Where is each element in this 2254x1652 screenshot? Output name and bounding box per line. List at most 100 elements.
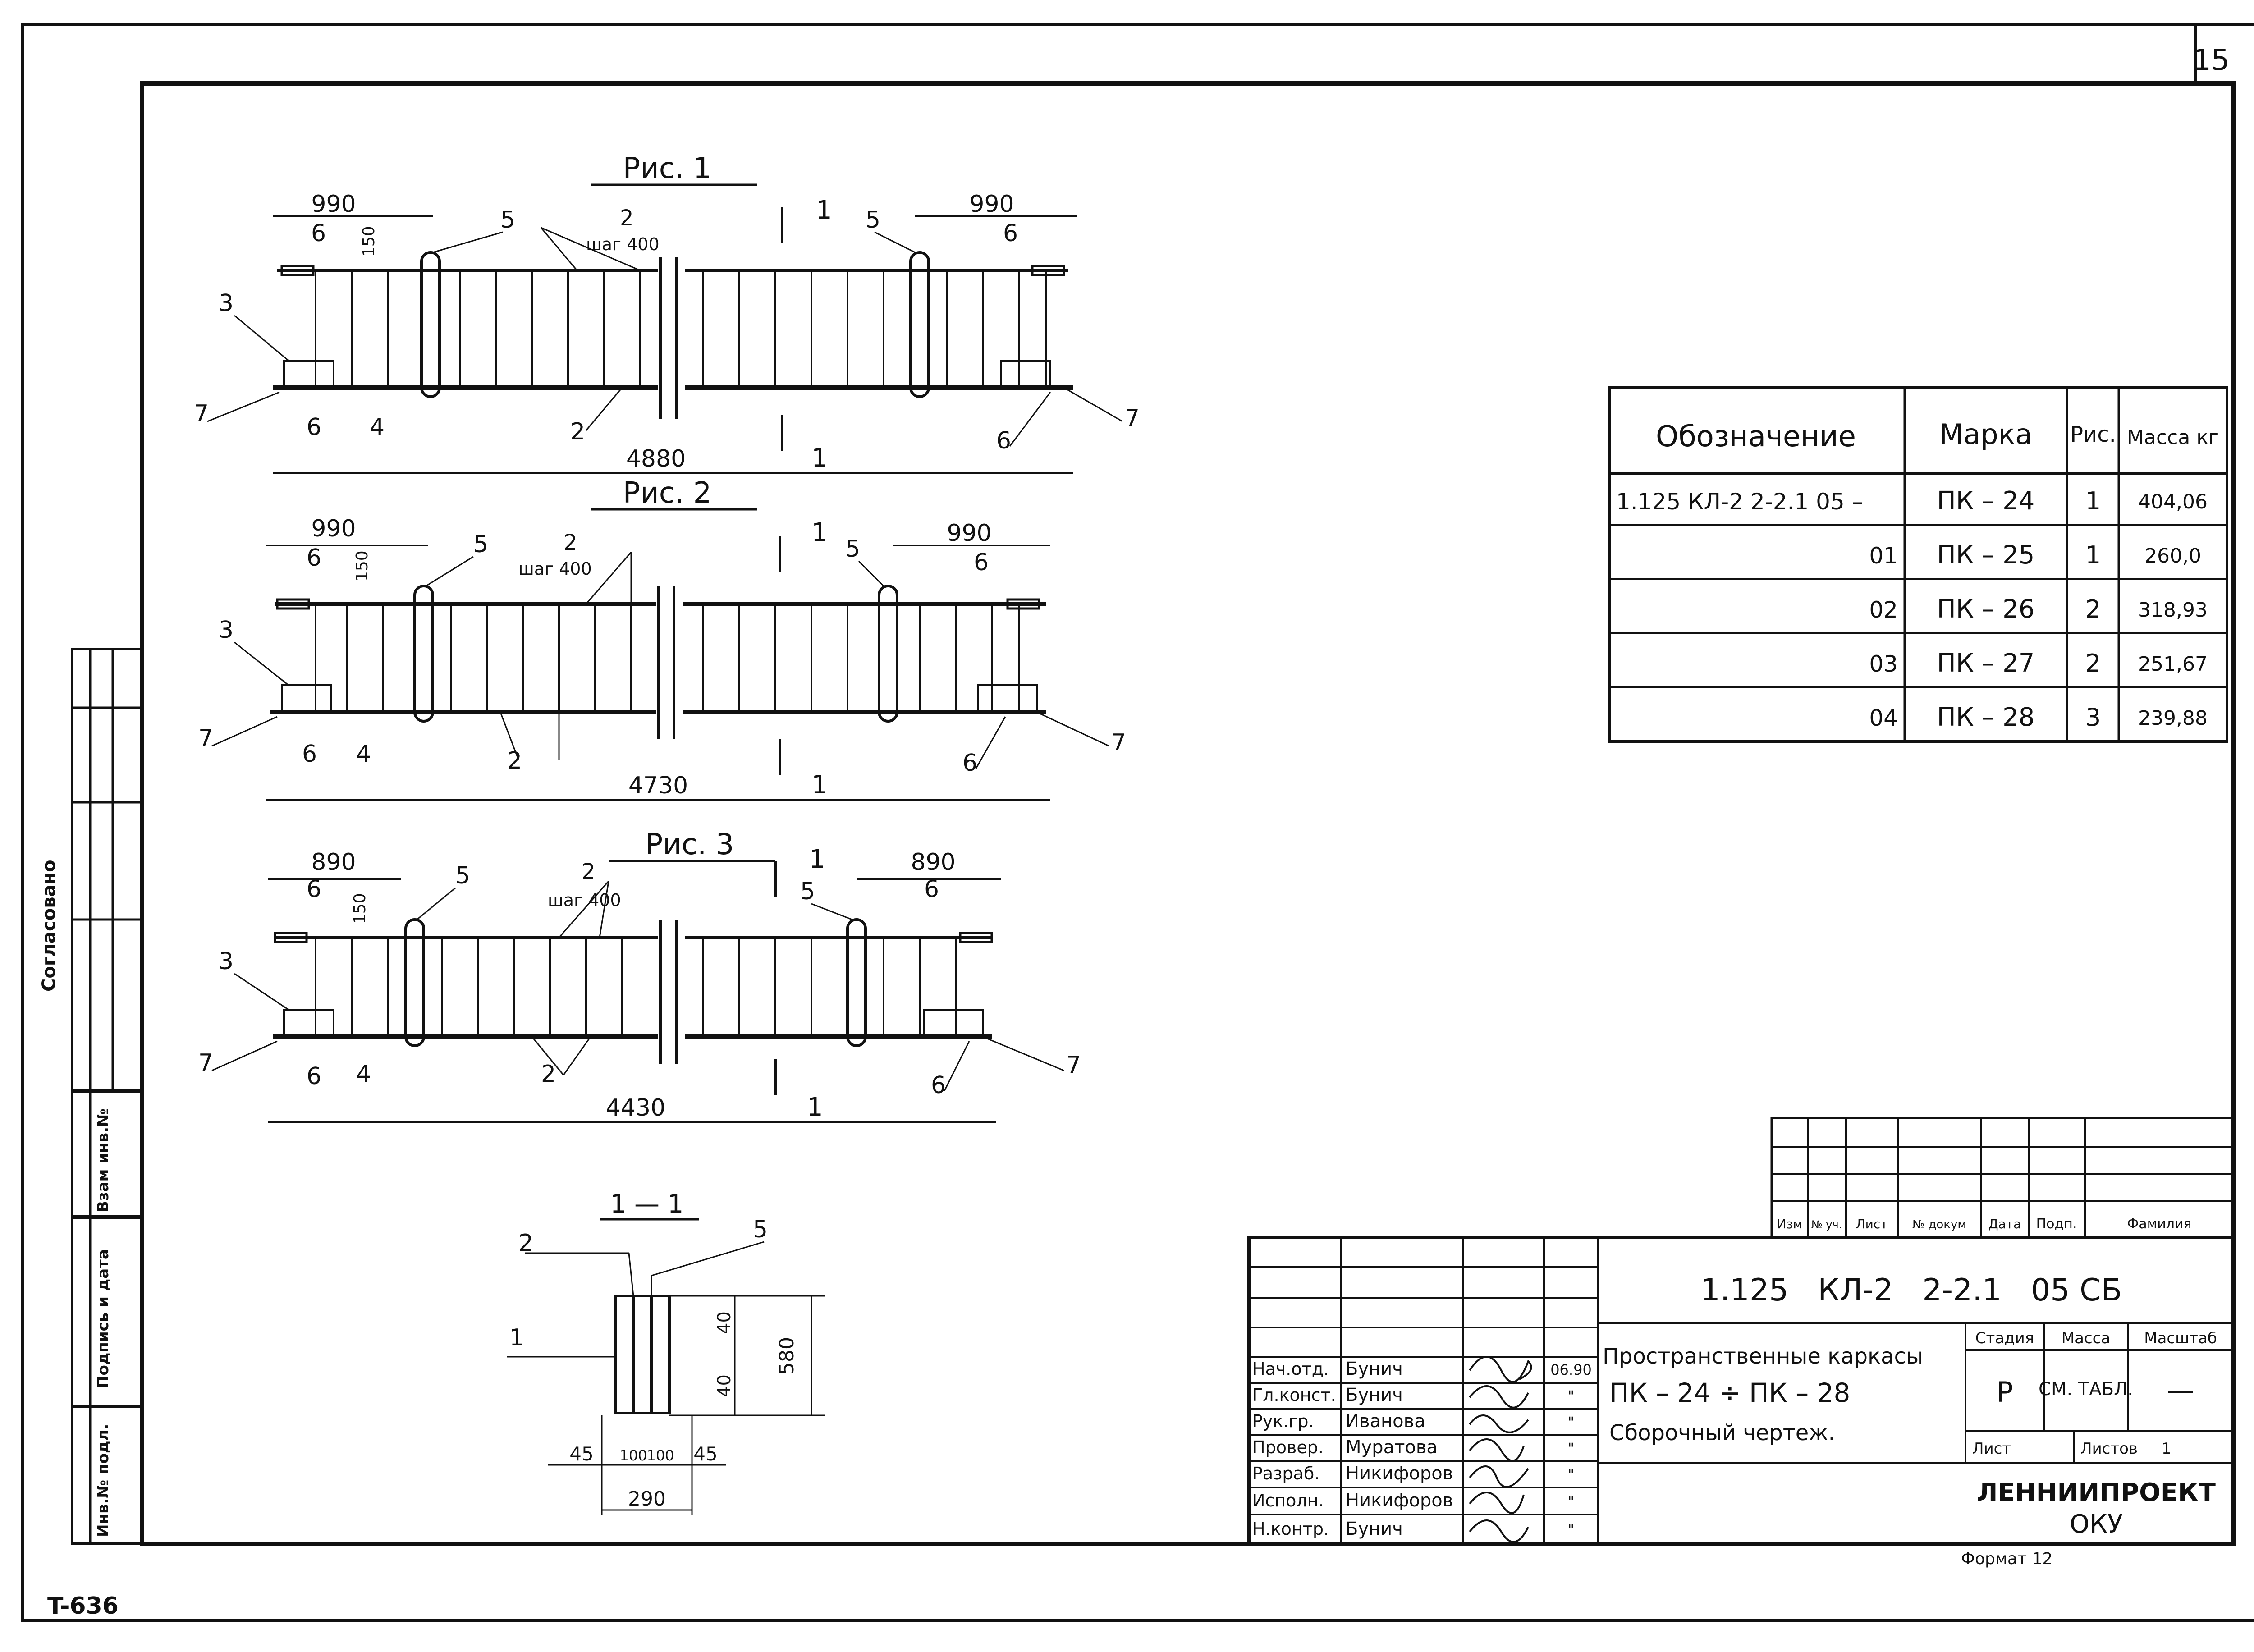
figure-3-label-4: 4 xyxy=(356,1061,371,1088)
figure-3-dim-right: 890 xyxy=(911,849,955,876)
stage-value: Р xyxy=(1996,1376,2013,1409)
staff-name-6: Никифоров xyxy=(1346,1490,1453,1511)
figure-3-label-3: 3 xyxy=(219,948,234,975)
figure-2-label-7a: 7 xyxy=(198,725,213,752)
figure-1-label-5a: 5 xyxy=(500,206,515,233)
figure-3: Рис. 3 890 890 150 шаг 400 4430 xyxy=(198,828,1081,1123)
figure-2-dim-right: 990 xyxy=(947,520,991,547)
figure-1-label-6c: 6 xyxy=(307,414,321,441)
spec-row-1-fig: 1 xyxy=(2085,487,2101,515)
section-height: 580 xyxy=(775,1337,798,1375)
spec-row-5-mark: ПК – 28 xyxy=(1937,703,2035,732)
scale-header: Масштаб xyxy=(2144,1329,2217,1347)
rev-header-uch: № уч. xyxy=(1811,1218,1842,1231)
signatures xyxy=(1469,1356,1532,1543)
figure-1: Рис. 1 990 990 150 шаг 400 xyxy=(194,152,1140,474)
bottom-code: T-636 xyxy=(47,1593,119,1620)
spec-header-designation: Обозначение xyxy=(1656,420,1856,453)
sheet-number: 15 xyxy=(2193,44,2229,77)
figure-2-cut-top: 1 xyxy=(811,518,828,547)
figure-1-label-6d: 6 xyxy=(996,427,1011,454)
staff-name-4: Муратова xyxy=(1346,1437,1438,1458)
spec-row-4-mass: 251,67 xyxy=(2138,653,2208,676)
figure-2-offset: 150 xyxy=(353,550,371,581)
figure-3-label-6b: 6 xyxy=(924,876,939,903)
figure-3-label-2a: 2 xyxy=(582,859,596,884)
figure-3-label-5a: 5 xyxy=(455,862,470,889)
figure-2-label-7b: 7 xyxy=(1111,729,1126,756)
title-line-1: Пространственные каркасы xyxy=(1603,1344,1923,1369)
org-name: ЛЕННИИПРОЕКТ xyxy=(1977,1478,2216,1507)
section-width: 290 xyxy=(628,1487,666,1510)
figure-1-title: Рис. 1 xyxy=(623,152,712,185)
figure-3-label-5b: 5 xyxy=(800,878,815,905)
section-label-5: 5 xyxy=(753,1216,768,1243)
spec-row-3-designation: 02 xyxy=(1869,597,1898,623)
staff-name-5: Никифоров xyxy=(1346,1463,1453,1484)
spec-header-mark: Марка xyxy=(1939,418,2032,451)
side-label-sign: Подпись и дата xyxy=(94,1249,112,1388)
section-label-2: 2 xyxy=(518,1230,533,1257)
figure-2-label-2b: 2 xyxy=(507,747,522,774)
figure-3-cut-bottom: 1 xyxy=(807,1093,823,1122)
figure-1-label-7b: 7 xyxy=(1125,405,1140,432)
section-dim-right: 45 xyxy=(693,1443,717,1465)
figure-1-cut-top: 1 xyxy=(816,196,832,225)
staff-role-4: Провер. xyxy=(1252,1437,1324,1457)
figure-1-label-2a: 2 xyxy=(620,206,634,231)
figure-1-label-2b: 2 xyxy=(570,418,585,445)
figure-2-label-6d: 6 xyxy=(962,750,977,777)
section-dim-mid-1: 100 xyxy=(619,1447,647,1464)
figure-2-label-6c: 6 xyxy=(302,741,317,768)
figure-2-label-2a: 2 xyxy=(564,530,577,555)
figure-2-cut-bottom: 1 xyxy=(811,770,828,800)
org-dept: ОКУ xyxy=(2070,1510,2123,1539)
spec-table: Обозначение Марка Рис. Масса кг 1.125 КЛ… xyxy=(1608,386,2228,743)
figure-1-cut-bottom: 1 xyxy=(811,444,828,473)
figure-3-step: шаг 400 xyxy=(548,890,621,910)
stage-header: Стадия xyxy=(1975,1329,2034,1347)
outer-border xyxy=(21,23,2254,1622)
staff-name-7: Бунич xyxy=(1346,1519,1403,1539)
spec-row-1-mark: ПК – 24 xyxy=(1937,486,2035,516)
figure-3-label-7b: 7 xyxy=(1066,1052,1081,1079)
rev-header-date: Дата xyxy=(1988,1217,2021,1231)
figure-2-label-4: 4 xyxy=(356,741,371,768)
section-1-1: 1 — 1 2 5 1 580 40 40 45 100 100 45 290 xyxy=(507,1190,825,1515)
side-label-approved: Согласовано xyxy=(39,860,60,992)
figure-2-label-6a: 6 xyxy=(307,545,321,572)
scale-value: — xyxy=(2167,1373,2194,1406)
figure-2-label-5b: 5 xyxy=(845,535,860,563)
rev-header-doc: № докум xyxy=(1912,1218,1966,1231)
spec-row-2-mark: ПК – 25 xyxy=(1937,540,2035,570)
side-label-inv: Инв.№ подл. xyxy=(94,1424,112,1537)
rev-header-list: Лист xyxy=(1856,1217,1888,1231)
figure-2-step: шаг 400 xyxy=(518,559,592,579)
staff-name-2: Бунич xyxy=(1346,1385,1403,1405)
figure-3-offset: 150 xyxy=(351,893,369,924)
spec-row-5-designation: 04 xyxy=(1869,705,1898,731)
staff-date-6: " xyxy=(1568,1493,1575,1510)
spec-row-4-fig: 2 xyxy=(2085,649,2101,677)
figure-1-length: 4880 xyxy=(626,445,686,472)
spec-row-2-designation: 01 xyxy=(1869,543,1898,569)
sheet-label: Лист xyxy=(1972,1440,2011,1458)
figure-2-length: 4730 xyxy=(628,772,688,799)
spec-row-5-fig: 3 xyxy=(2085,703,2101,732)
figure-2: Рис. 2 990 990 150 шаг 400 xyxy=(198,476,1126,801)
spec-row-3-fig: 2 xyxy=(2085,595,2101,623)
side-label-replace: Взам инв.№ xyxy=(94,1108,112,1213)
figure-2-title: Рис. 2 xyxy=(623,476,712,510)
rev-header-sign: Подп. xyxy=(2036,1216,2077,1232)
figure-1-dim-right: 990 xyxy=(969,191,1014,218)
staff-date-7: " xyxy=(1568,1521,1575,1538)
figure-3-label-6a: 6 xyxy=(307,876,321,903)
figure-2-label-6b: 6 xyxy=(974,549,989,576)
figure-2-label-5a: 5 xyxy=(473,531,488,558)
figure-3-dim-left: 890 xyxy=(311,849,356,876)
figure-1-label-7a: 7 xyxy=(194,400,209,427)
staff-name-3: Иванова xyxy=(1346,1411,1425,1432)
figure-3-cut-top: 1 xyxy=(809,845,825,874)
staff-date-1: 06.90 xyxy=(1550,1361,1592,1378)
